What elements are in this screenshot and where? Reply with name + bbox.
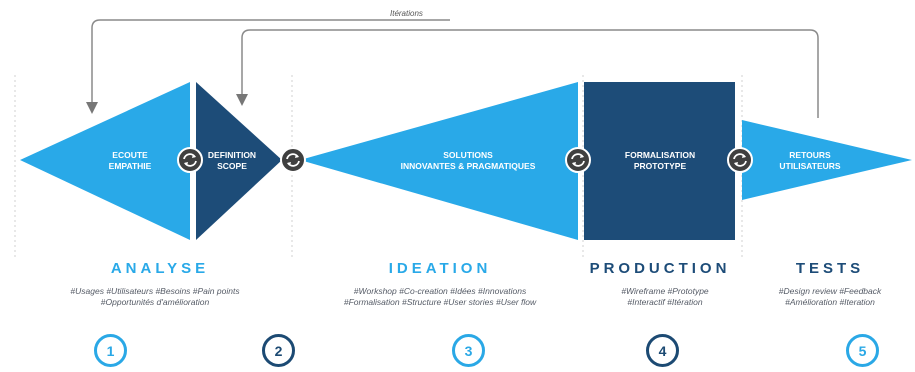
process-flow-graphic: ECOUTE EMPATHIE DEFINITION SCOPE SOLUTIO… — [14, 19, 912, 260]
shape-label-ecoute: ECOUTE — [112, 150, 148, 160]
tags-line: #Workshop #Co-creation #Idées #Innovatio… — [353, 286, 527, 296]
refresh-cycle-icon — [565, 147, 591, 173]
shape-retours — [742, 120, 912, 200]
refresh-cycle-icon — [727, 147, 753, 173]
shape-label-prototype: PROTOTYPE — [634, 161, 687, 171]
iterations-label: Itérations — [390, 9, 423, 18]
phase-title-tests: TESTS — [795, 260, 865, 277]
tags-line: #Amélioration #Iteration — [785, 297, 875, 307]
phase-tags-production: #Wireframe #Prototype #Interactif #Itéra… — [590, 286, 740, 308]
phase-title-analyse: ANALYSE — [110, 260, 210, 277]
tags-line: #Interactif #Itération — [627, 297, 703, 307]
refresh-cycle-icon — [177, 147, 203, 173]
tags-line: #Wireframe #Prototype — [621, 286, 709, 296]
step-number-3: 3 — [452, 334, 485, 367]
shape-label-innovantes: INNOVANTES & PRAGMATIQUES — [401, 161, 536, 171]
tags-line: #Opportunités d'amélioration — [100, 297, 210, 307]
iteration-arrow-short — [86, 19, 450, 114]
tags-line: #Usages #Utilisateurs #Besoins #Pain poi… — [70, 286, 240, 296]
shape-ecoute-empathie — [20, 82, 190, 240]
step-number-5: 5 — [846, 334, 879, 367]
shape-formalisation — [584, 82, 735, 240]
shape-definition-scope — [196, 82, 282, 240]
step-number-4: 4 — [646, 334, 679, 367]
phase-tags-analyse: #Usages #Utilisateurs #Besoins #Pain poi… — [20, 286, 290, 308]
phase-tags-tests: #Design review #Feedback #Amélioration #… — [750, 286, 910, 308]
shape-label-empathie: EMPATHIE — [109, 161, 152, 171]
shape-label-formalisation: FORMALISATION — [625, 150, 695, 160]
step-number-2: 2 — [262, 334, 295, 367]
iteration-arrow-long — [236, 29, 819, 118]
tags-line: #Formalisation #Structure #User stories … — [343, 297, 537, 307]
shape-label-retours: RETOURS — [789, 150, 831, 160]
shape-label-definition: DEFINITION — [208, 150, 256, 160]
shape-label-solutions: SOLUTIONS — [443, 150, 493, 160]
phase-tags-ideation: #Workshop #Co-creation #Idées #Innovatio… — [300, 286, 580, 308]
refresh-cycle-icon — [280, 147, 306, 173]
tags-line: #Design review #Feedback — [778, 286, 882, 296]
shape-label-utilisateurs: UTILISATEURS — [779, 161, 841, 171]
shape-solutions — [300, 82, 578, 240]
step-number-1: 1 — [94, 334, 127, 367]
phase-title-production: PRODUCTION — [589, 260, 731, 277]
phase-title-ideation: IDEATION — [388, 260, 492, 277]
shape-label-scope: SCOPE — [217, 161, 247, 171]
